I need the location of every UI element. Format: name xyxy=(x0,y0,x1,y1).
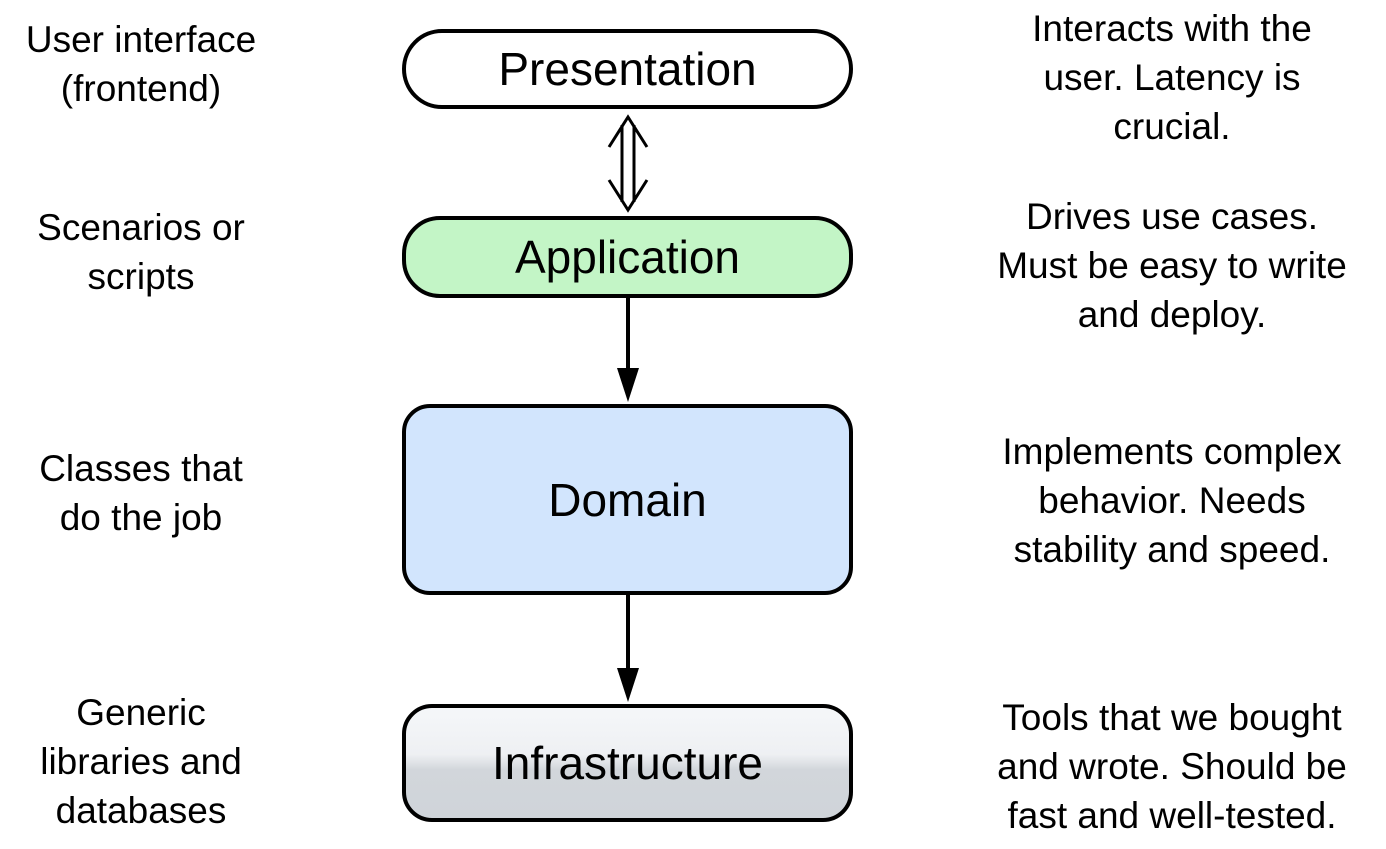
domain-right-description: Implements complex behavior. Needs stabi… xyxy=(1002,431,1342,570)
presentation-layer-box: Presentation xyxy=(402,29,853,109)
application-domain-arrow xyxy=(617,298,639,402)
infrastructure-layer-box: Infrastructure xyxy=(402,704,853,822)
domain-layer-label: Domain xyxy=(548,473,707,526)
presentation-application-double-arrow xyxy=(607,114,649,213)
presentation-right-description: Interacts with the user. Latency is cruc… xyxy=(1032,8,1312,147)
application-right-description: Drives use cases. Must be easy to write … xyxy=(997,196,1347,335)
domain-left-description: Classes that do the job xyxy=(39,448,243,538)
infrastructure-left-description: Generic libraries and databases xyxy=(40,692,242,831)
domain-layer-box: Domain xyxy=(402,404,853,595)
infrastructure-right-description: Tools that we bought and wrote. Should b… xyxy=(997,697,1347,836)
application-layer-box: Application xyxy=(402,216,853,298)
infrastructure-layer-label: Infrastructure xyxy=(492,737,763,789)
application-layer-label: Application xyxy=(514,231,741,283)
presentation-left-description: User interface (frontend) xyxy=(25,19,257,109)
application-left-description: Scenarios or scripts xyxy=(37,207,245,297)
domain-infrastructure-arrow xyxy=(617,595,639,702)
presentation-layer-label: Presentation xyxy=(498,43,757,95)
